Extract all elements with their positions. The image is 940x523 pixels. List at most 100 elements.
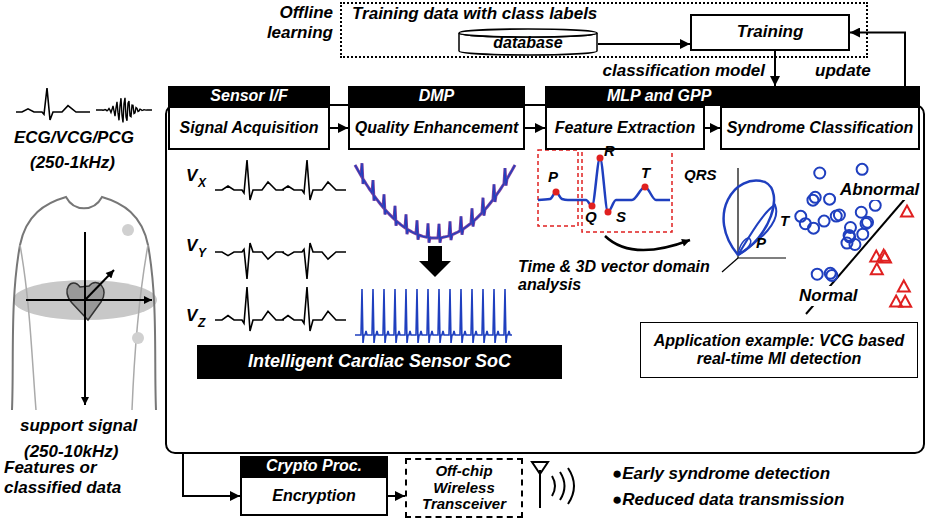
annotation: Abnormal [838, 180, 921, 200]
stage-group: Feature Extraction Syndrome Classificatio… [545, 86, 920, 150]
normal-sample [857, 164, 868, 175]
vector-plot [722, 168, 786, 272]
plot-axis [737, 168, 738, 258]
segment-box [538, 150, 578, 226]
p-loop [738, 238, 751, 255]
normal-sample [870, 200, 881, 211]
fiducial-dot [553, 189, 560, 196]
stage-box: Sensor I/FSignal Acquisition [168, 86, 330, 150]
connector-arrow [598, 43, 690, 45]
box-label: Off-chip Wireless Transceiver [407, 460, 521, 516]
annotation: (250-1kHz) [30, 153, 115, 173]
normal-sample [841, 238, 852, 249]
annotation: V [186, 236, 197, 256]
ecg-icon [16, 88, 90, 120]
subscript: X [198, 177, 206, 191]
stage-box: DMPQuality Enhancement [348, 86, 525, 150]
annotation: Normal [797, 286, 860, 306]
process-box: Training [690, 14, 850, 51]
down-arrow [419, 246, 451, 277]
annotation: QRS [684, 166, 717, 183]
annotation: ●Early syndrome detection [612, 464, 830, 484]
annotation: P [548, 168, 558, 185]
normal-sample [856, 207, 867, 218]
database-cylinder: database [458, 28, 598, 56]
box-label: Feature Extraction [547, 108, 703, 148]
radio-waves [552, 468, 574, 504]
connector-arrow [388, 495, 405, 497]
plot-axis [722, 258, 738, 272]
antenna-head [532, 462, 548, 474]
abnormal-sample [871, 263, 883, 274]
axis-arrow [84, 232, 86, 405]
connector-arrow [330, 127, 348, 129]
annotation: ECG/VCG/PCG [14, 128, 134, 148]
box-label: Syndrome Classification [722, 108, 918, 148]
abnormal-sample [878, 250, 890, 261]
block-header: DMP [348, 86, 525, 106]
annotation: Time & 3D vector domain analysis [518, 258, 718, 295]
raw-signal [355, 163, 515, 242]
t-loop [738, 205, 776, 255]
block-header: Sensor I/F [168, 86, 330, 106]
annotation: S [616, 208, 626, 225]
pcg-icon [96, 98, 152, 123]
annotation: ●Reduced data transmission [612, 490, 844, 510]
block-function: Quality Enhancement [348, 106, 525, 150]
lead-waveform [215, 243, 346, 279]
block-function: Signal Acquisition [168, 106, 330, 150]
box-label: Training [692, 16, 848, 49]
normal-sample [862, 217, 873, 228]
normal-sample [812, 269, 823, 280]
plot-axis [738, 257, 786, 258]
connector-arrow [525, 127, 545, 129]
normal-sample [831, 211, 842, 222]
crypto-box: Crypto Proc.Encryption [240, 456, 388, 516]
qrs-loop [724, 181, 774, 255]
normal-sample [819, 216, 830, 227]
connector-arrow [705, 127, 720, 129]
connector-label: classification model [420, 61, 765, 81]
annotation: T [641, 164, 650, 181]
lead-waveform [215, 287, 346, 331]
annotation: support signal [20, 416, 137, 436]
abnormal-sample [898, 280, 910, 291]
annotation: P [756, 234, 766, 251]
subscript: Z [198, 317, 205, 331]
annotation: T [780, 212, 789, 229]
torso-figure [12, 197, 157, 410]
subscript: Y [198, 247, 206, 261]
stage-box: Feature Extraction [545, 106, 705, 150]
offline-learning-box: database TrainingTraining data with class… [340, 2, 868, 58]
box-label: database [493, 34, 562, 56]
note-text: Application example: VCG based real-time… [641, 323, 917, 377]
normal-sample [857, 229, 868, 240]
normal-sample [825, 268, 836, 279]
connector-arrow [183, 454, 240, 496]
normal-sample [814, 168, 825, 179]
torso-outline [12, 197, 156, 410]
ecg-beat [538, 158, 670, 212]
chip-title: Intelligent Cardiac Sensor SoC [197, 345, 562, 379]
abnormal-sample [901, 205, 913, 216]
connector-label: Features or classified data [4, 458, 169, 497]
axis-arrow [85, 270, 114, 300]
annotation: R [604, 142, 615, 159]
electrode [132, 332, 144, 344]
block-header: Crypto Proc. [240, 456, 388, 476]
annotation: V [186, 166, 197, 186]
fiducial-dot [605, 209, 612, 216]
box-title: Training data with class labels [342, 4, 866, 25]
antenna [532, 462, 574, 508]
stage-box: Syndrome Classification [720, 106, 920, 150]
block-function: Encryption [240, 476, 388, 516]
connector-label: update [815, 61, 871, 81]
annotation: Q [585, 208, 597, 225]
fiducial-dot [642, 184, 649, 191]
raw-signal [355, 163, 515, 242]
axis-arrow [26, 299, 152, 301]
